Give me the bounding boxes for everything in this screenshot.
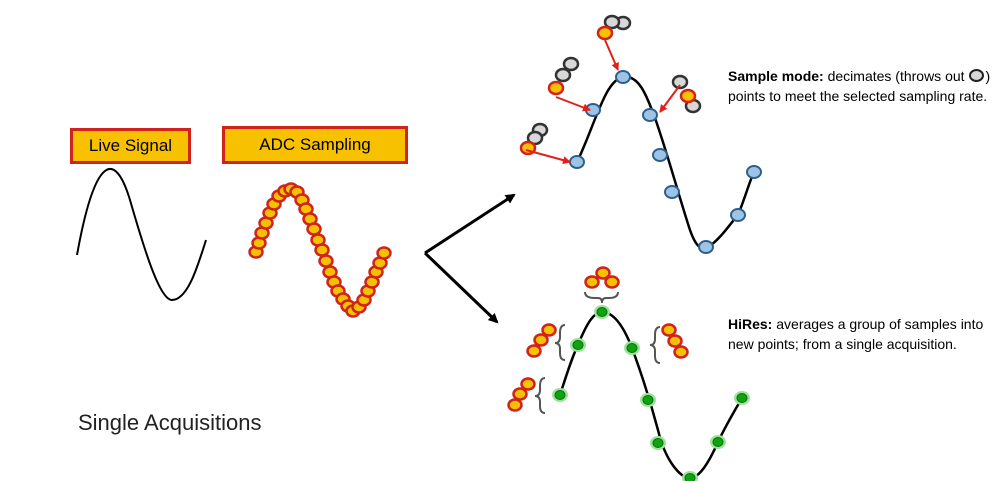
sample-point xyxy=(698,240,714,254)
decimated-point-icon xyxy=(969,69,985,82)
hires-point xyxy=(626,343,638,353)
single-acquisitions-label: Single Acquisitions xyxy=(78,410,262,435)
hires-source-dot xyxy=(512,387,528,401)
hires-point xyxy=(554,390,566,400)
decimated-sample-dot xyxy=(554,67,572,83)
hires-source-dot xyxy=(595,266,611,280)
sample-point xyxy=(730,208,746,222)
sample-point xyxy=(642,108,658,122)
adc-sample-dot xyxy=(314,243,330,257)
sample-mode-text-b: ) points to meet the selected sampling r… xyxy=(728,68,991,104)
branch-arrow-up xyxy=(424,193,516,255)
adc-sampling-label: ADC Sampling xyxy=(222,126,408,164)
hires-point xyxy=(596,307,608,317)
sample-point xyxy=(746,165,762,179)
decimation-arrows xyxy=(525,39,681,165)
hires-source-dot xyxy=(673,345,689,359)
hires-point xyxy=(684,473,696,481)
hires-title: HiRes: xyxy=(728,316,773,332)
branch-arrows xyxy=(423,193,516,324)
live-signal-wave xyxy=(76,168,207,302)
sample-mode-title: Sample mode: xyxy=(728,68,824,84)
sample-point xyxy=(652,148,668,162)
decimated-points xyxy=(519,14,702,156)
adc-sample-dot xyxy=(376,246,392,260)
hires-point xyxy=(736,393,748,403)
hires-source-dot xyxy=(533,333,549,347)
decimated-sample-dot xyxy=(671,74,689,90)
hires-source-dot xyxy=(507,398,523,412)
sample-point xyxy=(615,70,631,84)
hires-wave xyxy=(558,310,744,480)
sample-point xyxy=(664,185,680,199)
hires-source-dot xyxy=(584,275,600,289)
hires-point xyxy=(712,437,724,447)
hires-point xyxy=(642,395,654,405)
branch-arrow-down xyxy=(423,251,499,324)
adc-sample-dot xyxy=(306,222,322,236)
hires-description: HiRes: averages a group of samples into … xyxy=(728,314,998,354)
bracket-top xyxy=(584,291,619,304)
adc-sample-dot xyxy=(318,254,334,268)
hires-source-dot xyxy=(520,377,536,391)
live-signal-label: Live Signal xyxy=(70,128,191,164)
sample-point xyxy=(569,155,585,169)
hires-point xyxy=(572,340,584,350)
bracket-left-lower xyxy=(534,377,546,414)
hires-source-dot xyxy=(526,344,542,358)
hires-brackets xyxy=(534,291,661,414)
kept-sample-dot xyxy=(547,80,565,96)
hires-source-groups xyxy=(507,266,689,412)
sample-mode-text-a: decimates (throws out xyxy=(823,68,969,84)
sample-mode-description: Sample mode: decimates (throws out ) poi… xyxy=(728,66,998,106)
decimated-sample-dot xyxy=(603,14,621,30)
hires-text: averages a group of samples into new poi… xyxy=(728,316,984,352)
hires-points xyxy=(552,305,750,481)
bracket-left-upper xyxy=(554,324,566,361)
decimated-sample-dot xyxy=(562,56,580,72)
kept-sample-dot xyxy=(596,25,614,41)
hires-source-dot xyxy=(667,334,683,348)
hires-source-dot xyxy=(604,275,620,289)
hires-point xyxy=(652,438,664,448)
adc-sampled-dots xyxy=(248,182,392,318)
hires-source-dot xyxy=(661,323,677,337)
kept-sample-dot xyxy=(679,88,697,104)
bracket-right-upper xyxy=(649,326,661,364)
hires-source-dot xyxy=(541,323,557,337)
decimated-sample-dot xyxy=(526,130,544,146)
